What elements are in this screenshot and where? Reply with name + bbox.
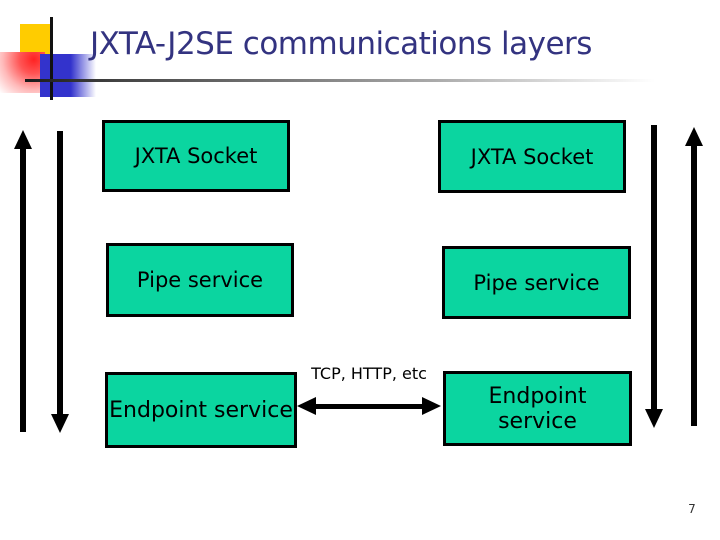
right-jxta-socket-box: JXTA Socket: [438, 120, 626, 193]
left-endpoint-service-box: Endpoint service: [105, 372, 297, 448]
right-endpoint-service-label: Endpoint service: [488, 383, 587, 434]
left-down-arrow-head: [51, 414, 69, 433]
left-down-arrow-shaft: [57, 131, 63, 416]
right-endpoint-service-box: Endpoint service: [443, 371, 632, 446]
left-jxta-socket-label: JXTA Socket: [134, 144, 258, 168]
ornament-vertical-line: [50, 17, 53, 100]
title-underline-rule: [25, 79, 655, 82]
right-up-arrow-shaft: [691, 144, 697, 426]
right-down-arrow-head: [645, 409, 663, 428]
right-pipe-service-label: Pipe service: [473, 270, 600, 295]
left-endpoint-service-label: Endpoint service: [109, 397, 293, 423]
right-pipe-service-box: Pipe service: [442, 246, 631, 319]
ornament-blue-square: [40, 54, 96, 97]
right-jxta-socket-label: JXTA Socket: [470, 144, 594, 169]
transport-arrow-right-head: [422, 397, 441, 415]
left-pipe-service-label: Pipe service: [136, 268, 264, 292]
ornament-yellow-square: [20, 24, 50, 55]
right-up-arrow-head: [685, 127, 703, 146]
transport-arrow-shaft: [314, 404, 424, 409]
ornament-red-square: [0, 52, 45, 93]
left-up-arrow-head: [14, 130, 32, 149]
page-number: 7: [688, 502, 696, 516]
right-down-arrow-shaft: [651, 125, 657, 410]
left-pipe-service-box: Pipe service: [106, 243, 294, 317]
left-up-arrow-shaft: [20, 147, 26, 432]
transport-label: TCP, HTTP, etc: [311, 364, 427, 383]
transport-arrow-left-head: [297, 397, 316, 415]
left-jxta-socket-box: JXTA Socket: [102, 120, 290, 192]
slide-title: JXTA-J2SE communications layers: [90, 26, 592, 62]
